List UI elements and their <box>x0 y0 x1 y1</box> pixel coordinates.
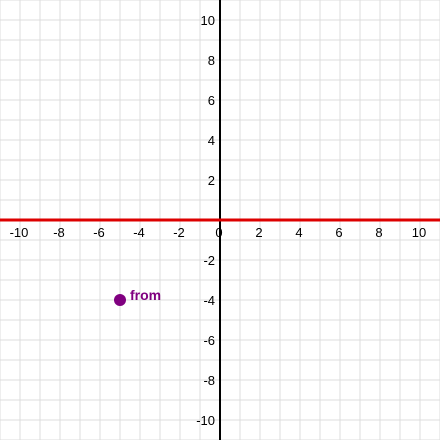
y-tick-label: -2 <box>203 253 215 268</box>
x-tick-label: 0 <box>215 225 222 240</box>
x-tick-label: 2 <box>255 225 262 240</box>
x-tick-label: -2 <box>173 225 185 240</box>
y-tick-label: 10 <box>201 13 215 28</box>
y-tick-label: 2 <box>208 173 215 188</box>
x-tick-label: -10 <box>10 225 29 240</box>
x-tick-label: 4 <box>295 225 302 240</box>
y-tick-label: -6 <box>203 333 215 348</box>
y-tick-label: 6 <box>208 93 215 108</box>
y-tick-label: 8 <box>208 53 215 68</box>
y-tick-label: -4 <box>203 293 215 308</box>
x-tick-label: -6 <box>93 225 105 240</box>
x-tick-label: -8 <box>53 225 65 240</box>
x-tick-label: 6 <box>335 225 342 240</box>
x-tick-label: 8 <box>375 225 382 240</box>
y-tick-label: -10 <box>196 413 215 428</box>
y-tick-label: -8 <box>203 373 215 388</box>
plotted-points: from <box>114 287 161 306</box>
y-tick-label: 4 <box>208 133 215 148</box>
point-marker <box>114 294 126 306</box>
x-tick-label: -4 <box>133 225 145 240</box>
point-label: from <box>130 287 161 303</box>
x-tick-label: 10 <box>412 225 426 240</box>
